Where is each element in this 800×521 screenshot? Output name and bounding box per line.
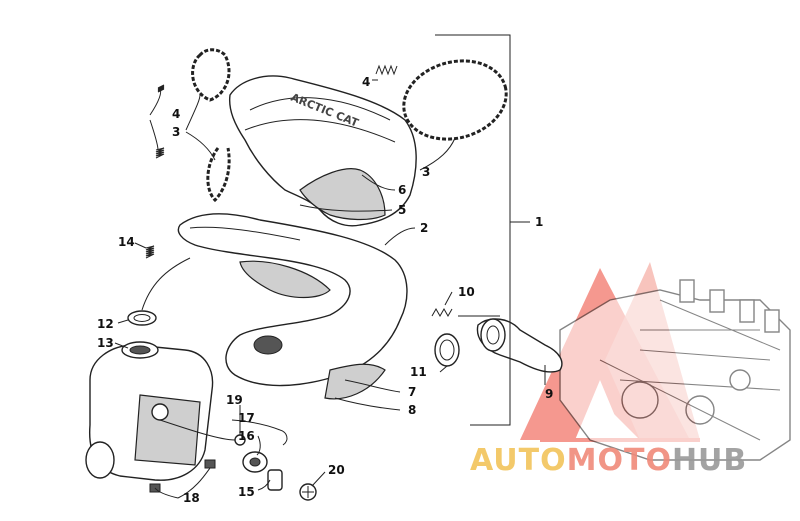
callout-9: 9 [545, 387, 553, 401]
pin-17 [279, 429, 288, 446]
callout-6: 6 [398, 183, 406, 197]
watermark-part-hub: HUB [672, 443, 747, 478]
callout-17: 17 [238, 411, 255, 425]
watermark-part-moto: MOTO [567, 443, 672, 478]
chain-clamp-ring [402, 59, 508, 141]
callout-20: 20 [328, 463, 345, 477]
callout-8: 8 [408, 403, 416, 417]
callout-19: 19 [226, 393, 243, 407]
callout-10: 10 [458, 285, 475, 299]
callout-12: 12 [97, 317, 114, 331]
callout-14: 14 [118, 235, 135, 249]
watermark-text: AUTOMOTOHUB [470, 443, 747, 478]
leader-lines [114, 34, 546, 499]
chain-clamp-left [206, 147, 231, 203]
callout-1: 1 [535, 215, 543, 229]
screw-20 [299, 483, 317, 501]
seal-11 [434, 333, 460, 367]
callout-2: 2 [420, 221, 428, 235]
watermark-part-auto: AUTO [470, 443, 567, 478]
callout-7: 7 [408, 385, 416, 399]
callout-18: 18 [183, 491, 200, 505]
callout-16: 16 [238, 429, 255, 443]
svg-text:AUTOMOTOHUB: AUTOMOTOHUB [470, 443, 747, 478]
callout-15: 15 [238, 485, 255, 499]
spring-mid-left [155, 147, 165, 159]
callout-4-left: 4 [172, 107, 180, 121]
exhaust-manifold-9 [476, 318, 563, 373]
gasket-12 [127, 310, 157, 326]
callout-4-top: 4 [362, 75, 370, 89]
spring-14 [145, 245, 155, 259]
callout-13: 13 [97, 336, 114, 350]
grommet-16 [242, 451, 268, 473]
callout-5: 5 [398, 203, 406, 217]
spacer-15 [267, 469, 283, 491]
expansion-chamber [177, 213, 408, 400]
chain-clamp-top-left [191, 48, 231, 102]
spring-top [375, 64, 398, 76]
spring-10 [431, 307, 453, 318]
callout-labels: 1 2 3 3 4 4 5 6 7 8 9 10 11 12 13 14 15 … [97, 75, 553, 505]
engine-block [559, 279, 791, 461]
callout-3-right: 3 [422, 165, 430, 179]
callout-11: 11 [410, 365, 427, 379]
heat-shield-upper: ARCTIC CAT [228, 75, 417, 227]
callout-3-left: 3 [172, 125, 180, 139]
muffler [85, 341, 216, 493]
